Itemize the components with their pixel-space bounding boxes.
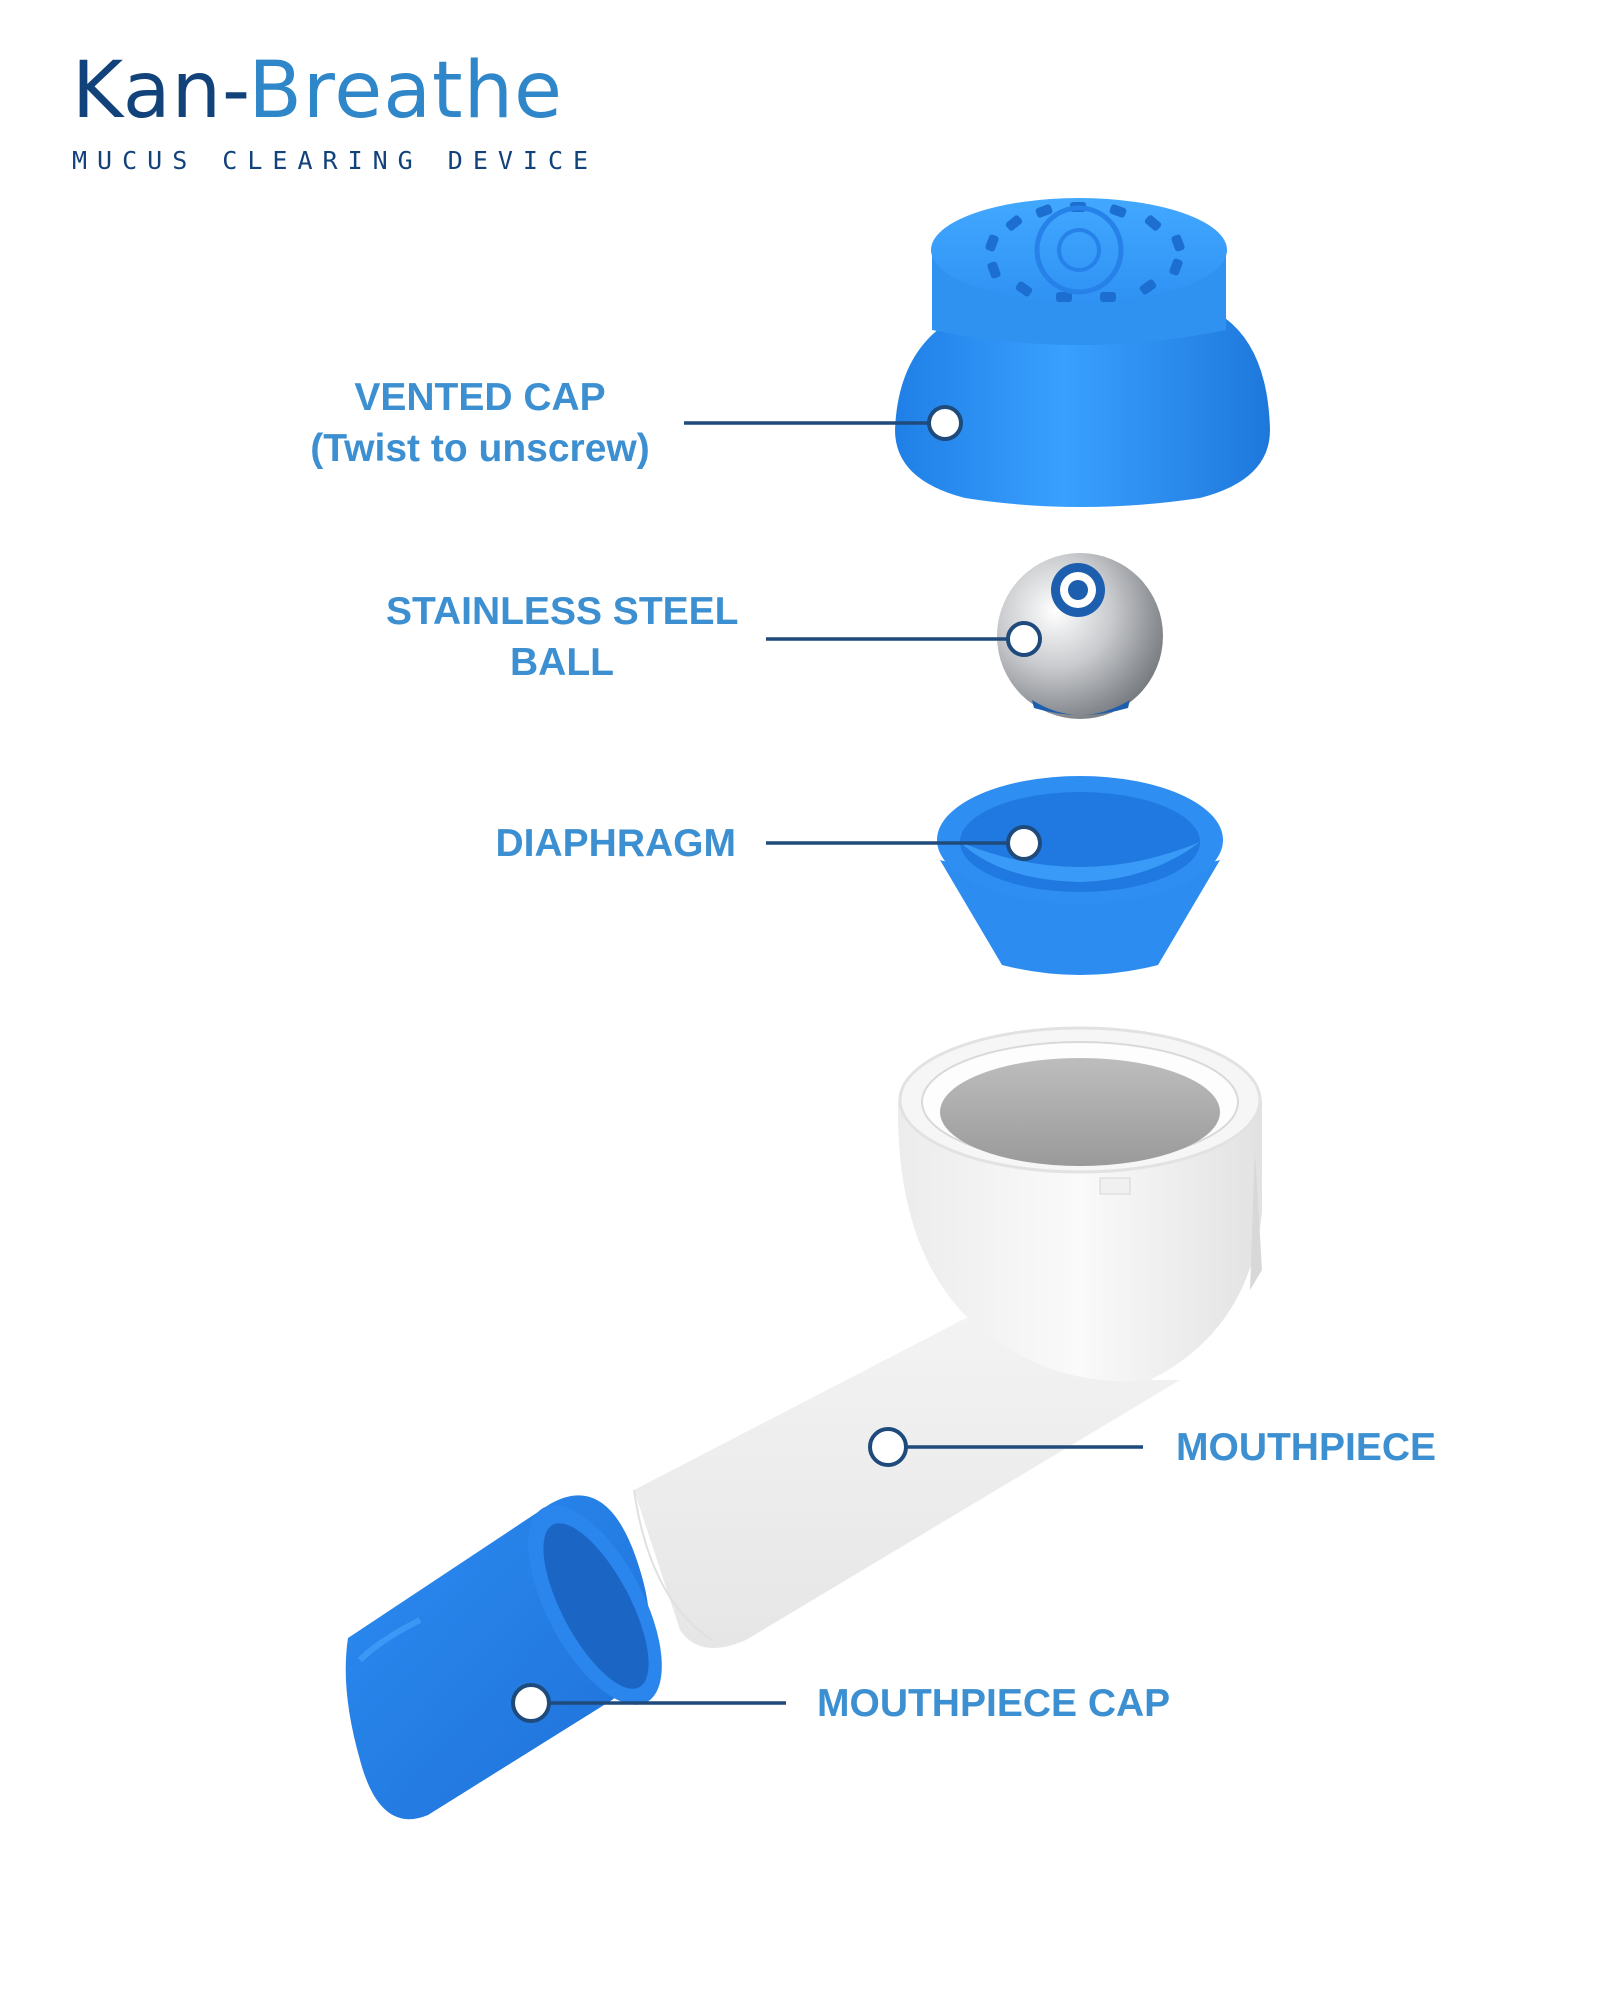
logo-name-part2: Breathe xyxy=(248,46,564,136)
logo-wordmark: Kan-Breathe xyxy=(72,52,598,130)
label-mouthpiece-cap-line1: MOUTHPIECE CAP xyxy=(817,1682,1171,1725)
label-diaphragm-line1: DIAPHRAGM xyxy=(495,822,737,865)
label-vented-cap: VENTED CAP (Twist to unscrew) xyxy=(300,372,660,474)
label-steel-ball-line1: STAINLESS STEEL xyxy=(386,590,739,633)
steel-ball-part xyxy=(997,553,1163,719)
marker-diaphragm xyxy=(1006,825,1042,861)
label-vented-cap-line2: (Twist to unscrew) xyxy=(310,427,650,470)
leader-lines xyxy=(511,405,1143,1723)
label-mouthpiece-line1: MOUTHPIECE xyxy=(1176,1426,1437,1469)
marker-steel-ball xyxy=(1006,621,1042,657)
logo-tagline: MUCUS CLEARING DEVICE xyxy=(72,146,599,175)
label-mouthpiece: MOUTHPIECE xyxy=(1176,1422,1436,1473)
vented-cap-part xyxy=(895,198,1270,507)
mouthpiece-cap-part xyxy=(345,1495,662,1820)
label-vented-cap-line1: VENTED CAP xyxy=(354,376,606,419)
label-steel-ball-line2: BALL xyxy=(510,641,614,684)
logo-name-part1: Kan- xyxy=(72,46,249,136)
marker-vented-cap xyxy=(927,405,963,441)
label-steel-ball: STAINLESS STEEL BALL xyxy=(386,586,739,688)
diaphragm-part xyxy=(937,776,1223,975)
marker-mouthpiece-cap xyxy=(511,1683,551,1723)
label-diaphragm: DIAPHRAGM xyxy=(486,818,737,869)
label-mouthpiece-cap: MOUTHPIECE CAP xyxy=(817,1678,1170,1729)
brand-logo: Kan-Breathe MUCUS CLEARING DEVICE xyxy=(72,52,598,175)
vent-slots xyxy=(985,202,1185,302)
marker-mouthpiece xyxy=(868,1427,908,1467)
mouthpiece-part xyxy=(633,1026,1262,1648)
